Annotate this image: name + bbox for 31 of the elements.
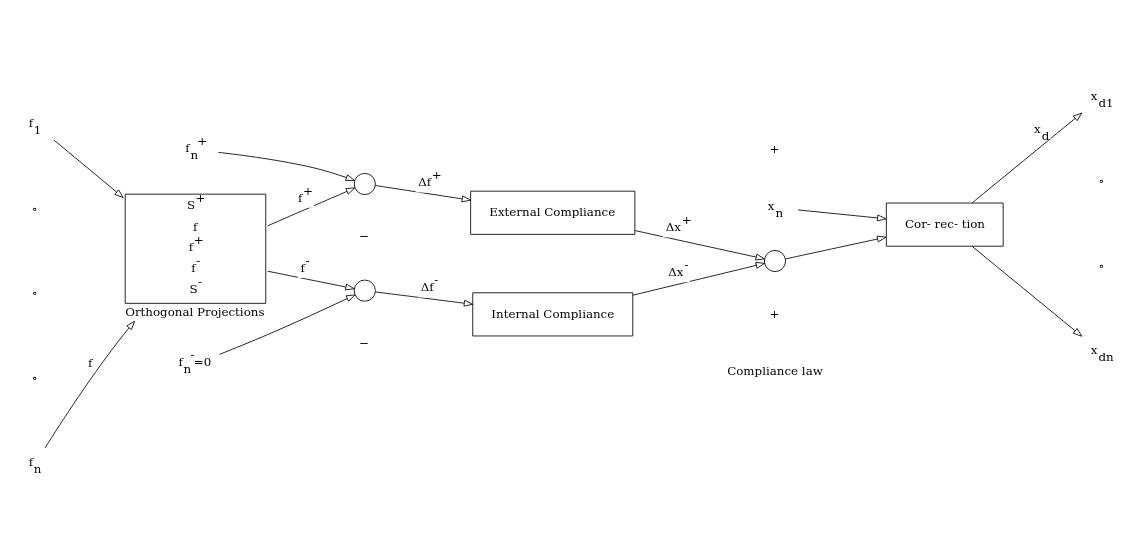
label: − xyxy=(359,228,370,243)
arrow xyxy=(634,229,765,260)
label: − xyxy=(359,335,370,350)
arrow xyxy=(267,187,356,226)
node-label: Orthogonal Projections xyxy=(125,304,265,319)
label: Compliance law xyxy=(727,363,823,378)
label: ∘ xyxy=(31,285,38,300)
label: + xyxy=(769,141,780,156)
arrow xyxy=(219,294,356,355)
node-circle xyxy=(353,279,376,302)
arrow xyxy=(375,290,474,307)
arrow xyxy=(375,184,472,202)
node-box: Internal Compliance xyxy=(472,291,634,336)
arrow xyxy=(971,245,1083,337)
node-circle xyxy=(764,249,786,272)
node-circle xyxy=(353,172,376,195)
arrow xyxy=(785,235,887,259)
node-box: External Compliance xyxy=(470,190,636,235)
label: ∘ xyxy=(1098,173,1105,188)
label: ∘ xyxy=(1098,258,1105,273)
label: ∘ xyxy=(31,201,38,216)
arrow xyxy=(797,209,887,221)
arrow xyxy=(267,270,355,290)
node-box: Cor- rec- tion xyxy=(885,202,1004,247)
edge-label: f xyxy=(87,355,93,370)
arrow xyxy=(53,139,124,198)
arrow xyxy=(44,320,135,448)
label: ∘ xyxy=(31,370,38,385)
arrow xyxy=(971,112,1083,203)
label: + xyxy=(769,306,780,320)
arrow xyxy=(218,151,355,181)
